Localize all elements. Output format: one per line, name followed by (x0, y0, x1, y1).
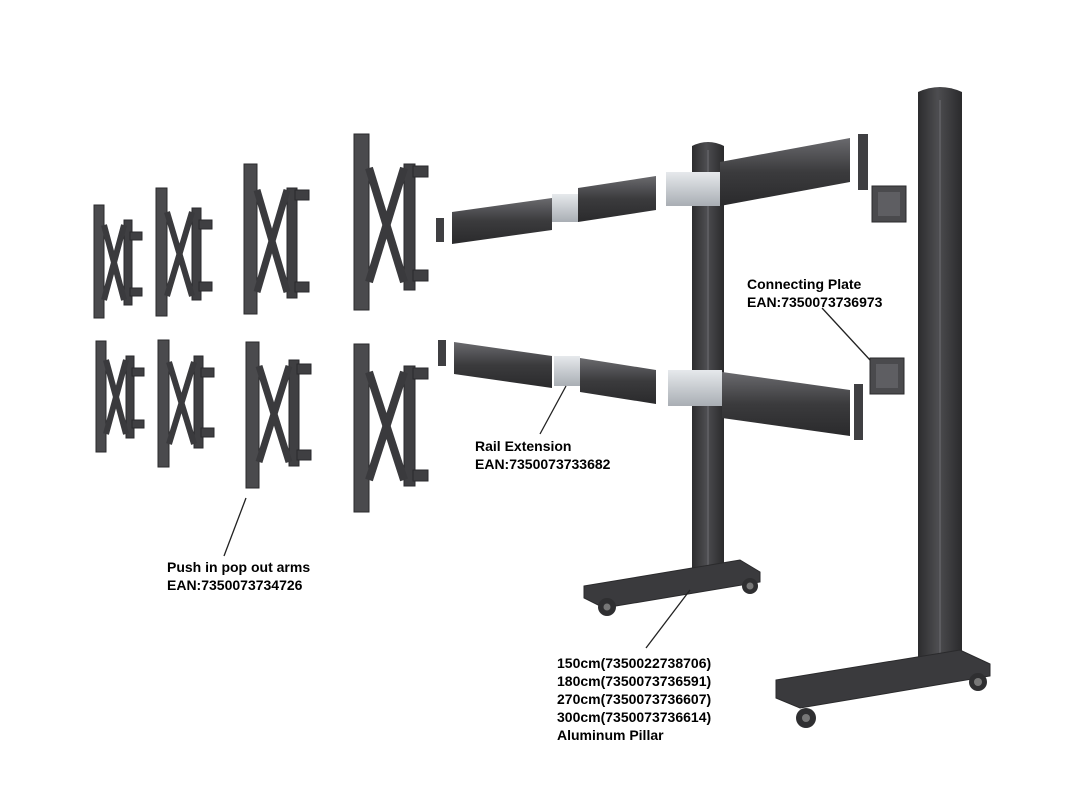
rail-extension-label: Rail Extension EAN:7350073733682 (475, 437, 610, 473)
arm-bracket (95, 340, 145, 453)
arm-bracket-group (93, 133, 429, 513)
arm-bracket (243, 163, 310, 315)
pillar-size-180: 180cm(7350073736591) (557, 673, 712, 689)
connecting-plate-ean: EAN:7350073736973 (747, 294, 883, 310)
lower-rail (438, 340, 863, 440)
rear-pillar (775, 87, 991, 728)
rail-extension-name: Rail Extension (475, 438, 572, 454)
connecting-plate (869, 357, 905, 395)
pillar-label: 150cm(7350022738706) 180cm(7350073736591… (557, 654, 711, 744)
upper-rail (436, 134, 868, 244)
pillar-size-270: 270cm(7350073736607) (557, 691, 712, 707)
leader-line-pillar (645, 589, 691, 649)
leader-line-connecting-plate (821, 307, 871, 361)
arms-ean: EAN:7350073734726 (167, 577, 303, 593)
connecting-plate (871, 185, 907, 223)
pillar-name: Aluminum Pillar (557, 727, 664, 743)
arm-bracket (245, 341, 312, 489)
front-pillar (583, 142, 761, 616)
arm-bracket (155, 187, 213, 317)
leader-line-arms (223, 497, 247, 557)
rail-extension-ean: EAN:7350073733682 (475, 456, 611, 472)
arms-label: Push in pop out arms EAN:7350073734726 (167, 558, 310, 594)
arm-bracket (353, 343, 429, 513)
connecting-plate-name: Connecting Plate (747, 276, 862, 292)
connecting-plate-label: Connecting Plate EAN:7350073736973 (747, 275, 882, 311)
pillar-size-150: 150cm(7350022738706) (557, 655, 712, 671)
pillar-size-300: 300cm(7350073736614) (557, 709, 712, 725)
arms-name: Push in pop out arms (167, 559, 311, 575)
arm-bracket (353, 133, 429, 311)
arm-bracket (157, 339, 215, 468)
arm-bracket (93, 204, 143, 319)
leader-lines (223, 307, 871, 649)
leader-line-rail-extension (539, 385, 567, 435)
